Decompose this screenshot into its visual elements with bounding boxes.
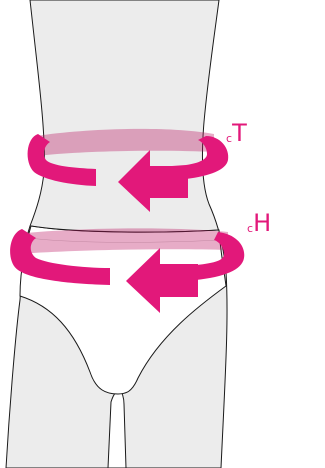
waist-label-letter: T (232, 119, 247, 147)
waist-label: cT (226, 121, 247, 145)
hip-label-letter: H (253, 209, 271, 237)
leg-gap (108, 390, 126, 468)
hip-label: cH (247, 211, 271, 235)
